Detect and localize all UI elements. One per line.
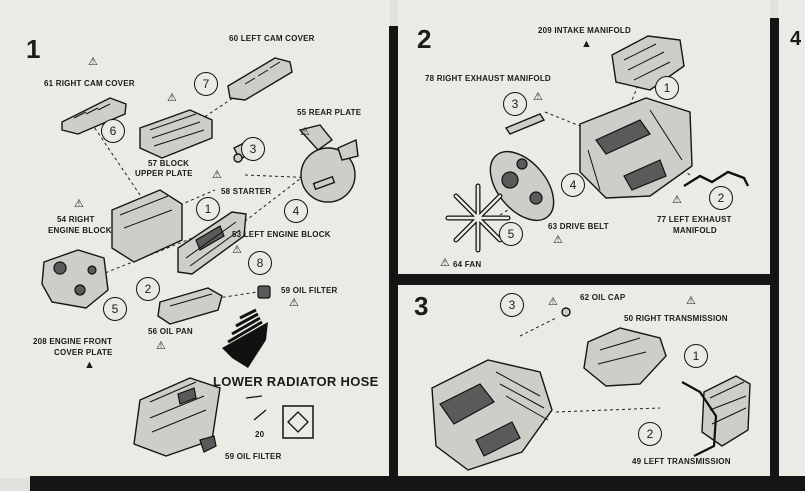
left-transmission-part: [681, 375, 751, 457]
step-circle-3: 3: [241, 137, 265, 161]
step-circle-4: 4: [284, 199, 308, 223]
warning-icon: ⚠: [300, 126, 310, 138]
step-circle-5: 5: [499, 222, 523, 246]
down-arrow-icon: [222, 308, 268, 368]
divider-3-4: [770, 18, 779, 478]
warning-icon: ⚠: [289, 297, 299, 309]
label-oil-filter-2: 59 OIL FILTER: [225, 452, 282, 461]
warning-icon: ⚠: [533, 91, 543, 103]
label-lower-radiator-hose: LOWER RADIATOR HOSE: [213, 374, 379, 389]
oil-cap-part: [561, 307, 571, 317]
label-right-transmission: 50 RIGHT TRANSMISSION: [624, 314, 728, 323]
radiator-hose-inset: [133, 377, 314, 457]
label-left-exhaust-2: MANIFOLD: [673, 226, 717, 235]
step-number-4: 4: [790, 28, 802, 50]
label-oil-filter: 59 OIL FILTER: [281, 286, 338, 295]
block-upper-plate-part: [139, 109, 213, 159]
engine-front-cover-part: [41, 249, 109, 309]
step-circle-2: 2: [709, 186, 733, 210]
drive-belt-part: [489, 150, 555, 222]
step-circle-4: 4: [561, 173, 585, 197]
label-drive-belt: 63 DRIVE BELT: [548, 222, 609, 231]
divider-1-2: [389, 26, 398, 478]
label-right-engine-block-1: 54 RIGHT: [57, 215, 95, 224]
left-exhaust-manifold-part: [683, 170, 750, 188]
divider-2-3: [398, 274, 778, 285]
step-circle-3: 3: [500, 293, 524, 317]
filled-triangle-icon: ▲: [84, 359, 95, 371]
left-cam-cover-part: [227, 57, 293, 101]
step-number-3: 3: [414, 291, 429, 321]
fan-part: [445, 183, 511, 253]
rear-plate-part: [298, 124, 359, 203]
step-circle-3: 3: [503, 92, 527, 116]
label-starter: 58 STARTER: [221, 187, 272, 196]
step-circle-1: 1: [684, 344, 708, 368]
left-engine-block-part: [177, 211, 247, 275]
warning-icon: ⚠: [88, 56, 98, 68]
label-fan: 64 FAN: [453, 260, 482, 269]
filled-triangle-icon: ▲: [581, 38, 592, 50]
warning-icon: ⚠: [548, 296, 558, 308]
warning-icon: ⚠: [440, 257, 450, 269]
label-oil-cap: 62 OIL CAP: [580, 293, 626, 302]
step-circle-7: 7: [194, 72, 218, 96]
engine-block-part: [579, 97, 693, 199]
label-left-cam-cover: 60 LEFT CAM COVER: [229, 34, 315, 43]
label-front-cover-2: COVER PLATE: [54, 348, 113, 357]
step-number-2: 2: [417, 24, 432, 54]
warning-icon: ⚠: [156, 340, 166, 352]
label-oil-pan: 56 OIL PAN: [148, 327, 193, 336]
warning-icon: ⚠: [232, 244, 242, 256]
step-circle-2: 2: [136, 277, 160, 301]
label-front-cover-1: 208 ENGINE FRONT: [33, 337, 113, 346]
label-twenty: 20: [255, 430, 265, 439]
step-circle-6: 6: [101, 119, 125, 143]
label-rear-plate: 55 REAR PLATE: [297, 108, 362, 117]
label-right-cam-cover: 61 RIGHT CAM COVER: [44, 79, 135, 88]
label-left-transmission: 49 LEFT TRANSMISSION: [632, 457, 731, 466]
step-circle-1: 1: [655, 76, 679, 100]
label-left-exhaust-1: 77 LEFT EXHAUST: [657, 215, 732, 224]
right-transmission-part: [583, 327, 667, 387]
label-block-upper-plate-1: 57 BLOCK: [148, 159, 190, 168]
step-circle-2: 2: [638, 422, 662, 446]
warning-icon: ⚠: [686, 295, 696, 307]
warning-icon: ⚠: [672, 194, 682, 206]
panel-step-4: [778, 0, 805, 478]
warning-icon: ⚠: [167, 92, 177, 104]
warning-icon: ⚠: [553, 234, 563, 246]
warning-icon: ⚠: [74, 198, 84, 210]
oil-pan-part: [157, 287, 223, 325]
right-engine-block-part: [111, 189, 183, 263]
label-right-exhaust-manifold: 78 RIGHT EXHAUST MANIFOLD: [425, 74, 551, 83]
label-intake-manifold: 209 INTAKE MANIFOLD: [538, 26, 631, 35]
label-left-engine-block: 53 LEFT ENGINE BLOCK: [232, 230, 331, 239]
right-exhaust-manifold-part: [504, 113, 546, 135]
step-number-1: 1: [26, 34, 41, 64]
label-block-upper-plate-2: UPPER PLATE: [135, 169, 193, 178]
label-right-engine-block-2: ENGINE BLOCK: [48, 226, 112, 235]
assembled-engine-part: [431, 359, 553, 471]
step-circle-5: 5: [103, 297, 127, 321]
warning-icon: ⚠: [212, 169, 222, 181]
right-cam-cover-part: [61, 97, 127, 135]
step-circle-8: 8: [248, 251, 272, 275]
oil-filter-part: [257, 285, 271, 299]
step-circle-1: 1: [196, 197, 220, 221]
bottom-border: [30, 476, 805, 491]
